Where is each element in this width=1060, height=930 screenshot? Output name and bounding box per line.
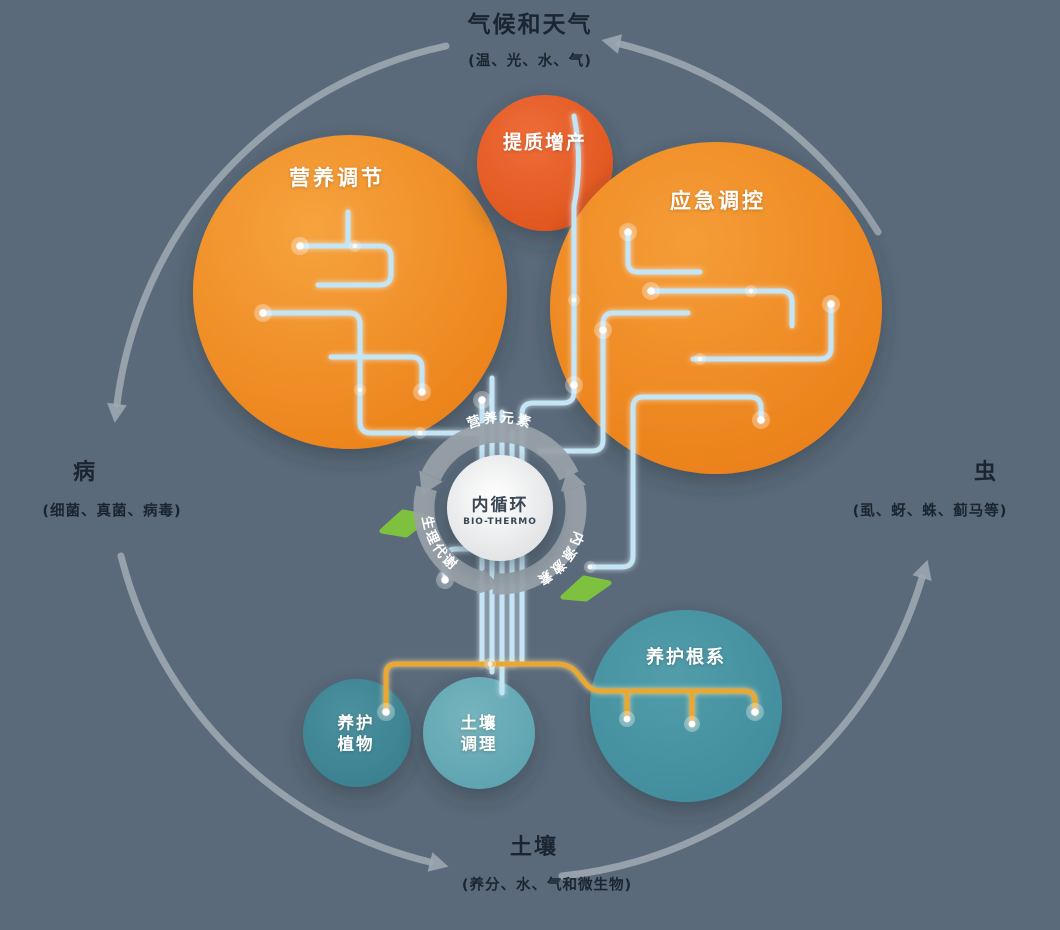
bubble-root-care [590, 610, 782, 802]
glow-node [565, 376, 583, 394]
bubble-quality [477, 95, 613, 231]
cycle-arc-right [492, 485, 587, 595]
label-soil-title: 土壤 [509, 835, 559, 860]
bubble-emergency [550, 142, 882, 474]
label-disease-title: 病 [72, 460, 98, 485]
bubble-label-emergency: 应急调控 [670, 189, 766, 213]
bubble-nutrition [193, 135, 507, 449]
outer-arc-top-right [616, 40, 882, 236]
label-climate-title: 气候和天气 [467, 12, 593, 38]
glow-sparkle [349, 240, 361, 252]
glow-node [822, 295, 840, 313]
label-climate-subtitle: (温、光、水、气) [468, 53, 592, 70]
bubble-label-nutrition: 营养调节 [289, 166, 385, 190]
glow-sparkle [414, 427, 426, 439]
glow-sparkle [354, 384, 366, 396]
glow-node [291, 237, 309, 255]
bubble-label-soil-conditioning: 土壤 调理 [460, 713, 498, 754]
arrowhead-right-icon [912, 559, 932, 581]
glow-node [377, 703, 395, 721]
arrowhead-left-icon [107, 402, 127, 423]
glow-node [413, 383, 431, 401]
outer-arc-right [558, 574, 926, 880]
leaf-right-icon [560, 575, 612, 602]
glow-node [619, 223, 637, 241]
outer-arc-bottom-left [117, 552, 434, 866]
glow-node [746, 703, 764, 721]
center-cycle-subtitle: BIO-THERMO [463, 517, 537, 527]
glow-node [684, 716, 700, 732]
cycle-arc-left [413, 485, 484, 592]
glow-sparkle [484, 658, 496, 670]
root-lines-gold [383, 661, 758, 728]
bubble-label-root-care: 养护根系 [646, 647, 726, 668]
glow-node [473, 391, 491, 409]
cycle-arrowhead-icon [560, 468, 586, 492]
outer-cycle-arrowheads [107, 34, 932, 872]
center-circle [447, 455, 553, 561]
label-soil-subtitle: (养分、水、气和微生物) [461, 877, 633, 894]
bubble-label-quality: 提质增产 [502, 131, 588, 154]
glow-node [594, 321, 612, 339]
center-cycle-title: 内循环 [471, 495, 529, 516]
label-disease-subtitle: (细菌、真菌、病毒) [42, 503, 182, 520]
label-insect-subtitle: (虱、蚜、蛛、蓟马等) [852, 503, 1008, 520]
glow-node [752, 411, 770, 429]
arrowhead-bottom-icon [427, 852, 449, 872]
glow-sparkle [694, 353, 706, 365]
outer-cycle-arcs [113, 40, 926, 880]
bubble-label-plant-care: 养护 植物 [337, 713, 375, 754]
glow-sparkle [568, 294, 580, 306]
label-insect-title: 虫 [973, 460, 999, 485]
glow-sparkle [584, 561, 596, 573]
glow-node [619, 711, 635, 727]
outer-arc-left [113, 42, 450, 408]
cycle-arrowhead-icon [419, 470, 443, 496]
arrowhead-top-icon [601, 34, 623, 54]
cycle-arrowhead-icon [476, 568, 501, 594]
glow-node [254, 304, 272, 322]
cycle-arc-top [421, 421, 579, 481]
glow-sparkle [745, 285, 757, 297]
bubble-soil-conditioning [423, 677, 535, 789]
glow-node [642, 282, 660, 300]
glow-nodes [254, 223, 840, 732]
